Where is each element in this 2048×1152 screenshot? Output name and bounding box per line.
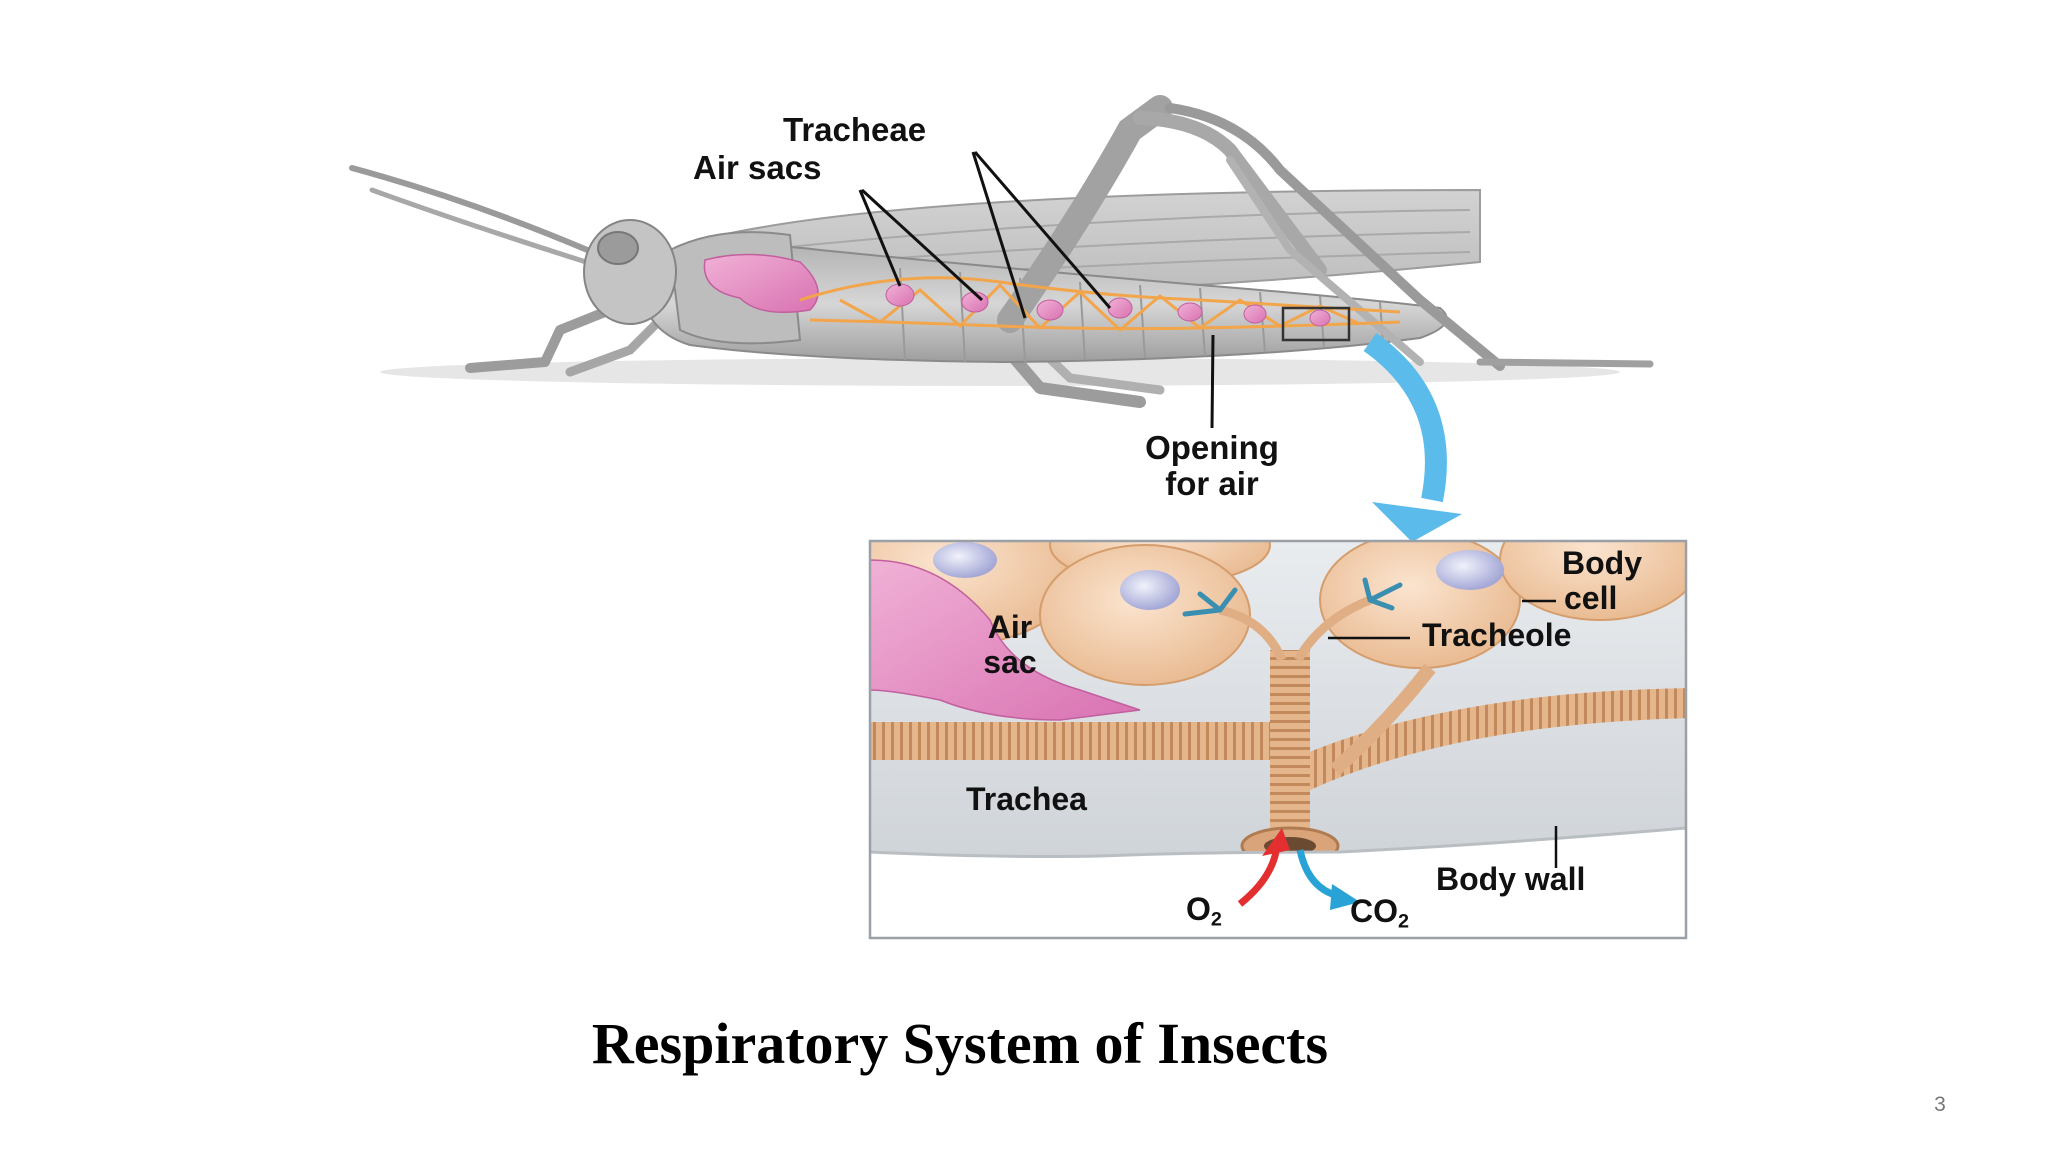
o2-arrow <box>1237 851 1280 907</box>
opening-label-line1: Opening <box>1145 429 1279 466</box>
tracheae-label: Tracheae <box>783 111 927 148</box>
air-sac-label-line1: Air <box>987 609 1033 645</box>
page-number: 3 <box>1934 1093 1946 1116</box>
hind-leg-femur <box>997 95 1173 333</box>
air-sacs-leader <box>858 189 902 287</box>
air-sac <box>1309 309 1331 327</box>
front-leg <box>465 305 615 373</box>
o2-arrow-head <box>1262 828 1290 856</box>
hind-leg <box>1226 156 1424 366</box>
tracheole <box>1218 605 1287 662</box>
body-wall <box>870 828 1686 938</box>
hind-leg <box>1133 111 1327 277</box>
opening-leader <box>1210 334 1215 429</box>
air-sac-label-line2: sac <box>983 643 1037 680</box>
air-sac <box>885 283 915 307</box>
slide-title: Respiratory System of Insects <box>591 1011 1329 1076</box>
opening-label-line2: for air <box>1165 464 1259 502</box>
trachea-branch <box>1330 663 1436 776</box>
antenna <box>349 165 595 255</box>
o2-label: O2 <box>1186 891 1222 931</box>
tracheae-leader <box>971 151 1027 319</box>
air-sac <box>1243 304 1267 324</box>
air-sac <box>703 253 819 313</box>
tracheole-tip <box>1182 587 1238 617</box>
grasshopper-illustration <box>349 95 1654 408</box>
tracheal-detail-panel <box>868 539 1688 940</box>
body-cell-label-line2: cell <box>1564 579 1618 616</box>
opening-for-air-label: Opening for air <box>1102 430 1322 501</box>
tracheole-tip <box>1362 577 1403 611</box>
tracheae-network <box>799 276 1401 333</box>
air-sac-label: Air sac <box>960 610 1060 679</box>
tracheae-leader <box>973 151 1112 309</box>
cell-nucleus <box>933 542 997 578</box>
cell-nucleus <box>1120 570 1180 610</box>
body-cell-label-line1: Body <box>1562 545 1642 581</box>
tracheole <box>1294 595 1372 663</box>
co2-arrow-head <box>1330 884 1360 910</box>
body-wall-label: Body wall <box>1436 861 1586 897</box>
co2-label: CO2 <box>1350 893 1410 933</box>
air-sac <box>1107 297 1133 319</box>
trachea-tube <box>870 722 1280 760</box>
body-cell <box>1039 544 1251 686</box>
trachea-tube <box>1270 650 1310 840</box>
ground-shadow <box>380 358 1620 386</box>
air-sac <box>1177 302 1203 322</box>
leader-lines <box>858 151 1215 429</box>
hind-leg-foot <box>1476 358 1654 368</box>
trachea-tube <box>1290 688 1686 790</box>
hind-leg-tibia <box>1165 103 1505 371</box>
air-sacs-label: Air sacs <box>693 149 822 186</box>
air-sacs-leader <box>860 188 984 302</box>
air-sac <box>1036 299 1064 321</box>
front-leg <box>565 315 665 377</box>
air-sac <box>870 559 1141 721</box>
compound-eye <box>597 231 639 265</box>
tracheole-label: Tracheole <box>1422 617 1572 653</box>
zoom-box <box>1281 306 1351 342</box>
detail-frame <box>868 539 1688 940</box>
cell-nucleus <box>1436 550 1504 590</box>
body-cell-label: Body cell <box>1562 546 1642 615</box>
trachea-label: Trachea <box>966 781 1087 817</box>
antenna <box>369 187 589 265</box>
zoom-arrow <box>1363 333 1462 542</box>
